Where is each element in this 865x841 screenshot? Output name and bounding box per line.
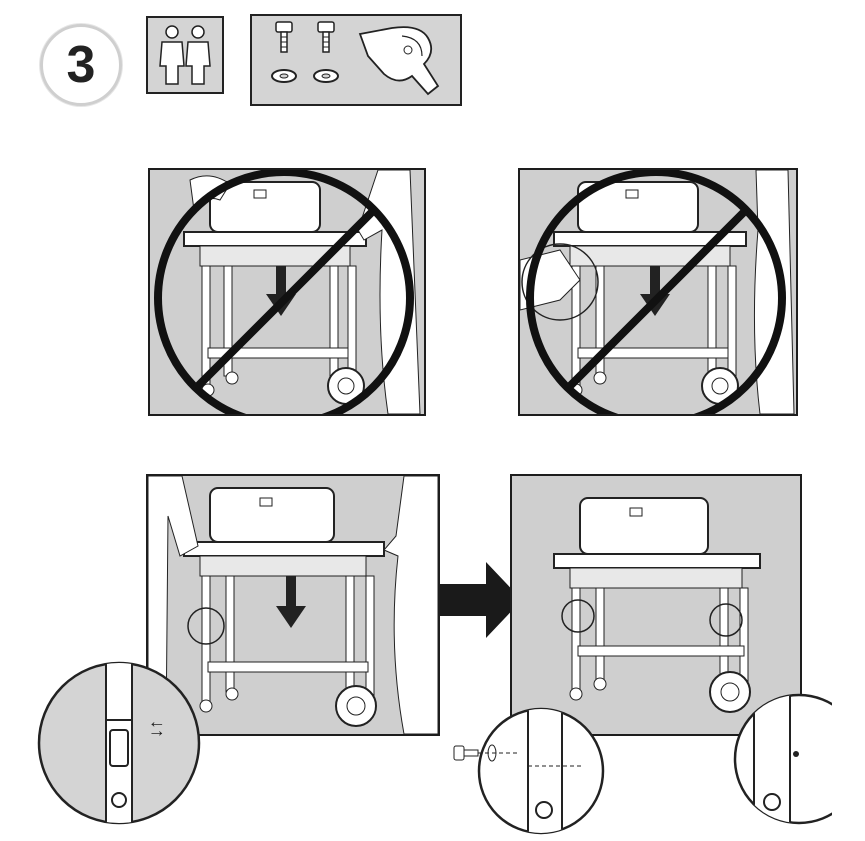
panel-correct-lift (146, 474, 440, 736)
detail-leg-insert: ↓↑ (36, 660, 202, 826)
two-person-icon (146, 16, 224, 94)
prohibited-icon (526, 170, 786, 414)
arrow-right-icon (438, 560, 524, 640)
detail-leg-fastened (732, 692, 832, 826)
step-number-badge: 3 (40, 24, 122, 106)
hardware-parts-box (250, 14, 462, 106)
step-number: 3 (66, 36, 96, 94)
arrow-down-icon (276, 576, 306, 628)
panel-incorrect-lift-leg (518, 168, 798, 416)
panel-grill-assembled (510, 474, 802, 736)
detail-bolt-assembly (476, 706, 606, 836)
up-down-arrows-label: ↓↑ (148, 720, 168, 738)
panel-incorrect-lift-lid (148, 168, 426, 416)
bolt-washer-icon (452, 742, 522, 764)
prohibited-icon (154, 170, 414, 414)
bolt-icon (275, 21, 293, 53)
